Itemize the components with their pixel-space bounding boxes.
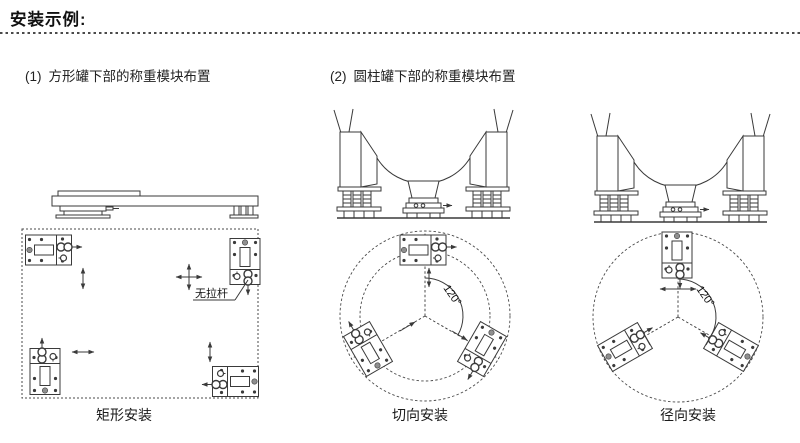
radial-plan-view: 120° [592, 232, 764, 403]
four-way-arrow-icon [175, 263, 203, 291]
rectangular-plan-view: 无拉杆 [21, 228, 260, 399]
no-tie-rod-label: 无拉杆 [195, 286, 228, 300]
section-2-heading: (2) 圆柱罐下部的称重模块布置 [330, 65, 516, 85]
caption-radial: 径向安装 [660, 407, 716, 423]
section-1-text: 方形罐下部的称重模块布置 [48, 69, 211, 84]
cyl-tank-side-view-tangential [334, 109, 513, 218]
angle-label-tangential: 120° [441, 283, 464, 309]
square-tank-side-view [51, 190, 259, 219]
caption-rectangular: 矩形安装 [96, 407, 152, 423]
section-1-index: (1) [25, 69, 42, 84]
tangential-plan-view: 120° [338, 230, 511, 402]
section-2-text: 圆柱罐下部的称重模块布置 [353, 69, 516, 84]
page-title: 安装示例: [10, 11, 87, 29]
caption-tangential: 切向安装 [392, 407, 448, 423]
cyl-tank-side-view-radial [591, 113, 770, 222]
section-2-index: (2) [330, 69, 347, 84]
section-1-heading: (1) 方形罐下部的称重模块布置 [25, 65, 211, 85]
angle-label-radial: 120° [694, 284, 717, 310]
title-divider [0, 32, 800, 34]
